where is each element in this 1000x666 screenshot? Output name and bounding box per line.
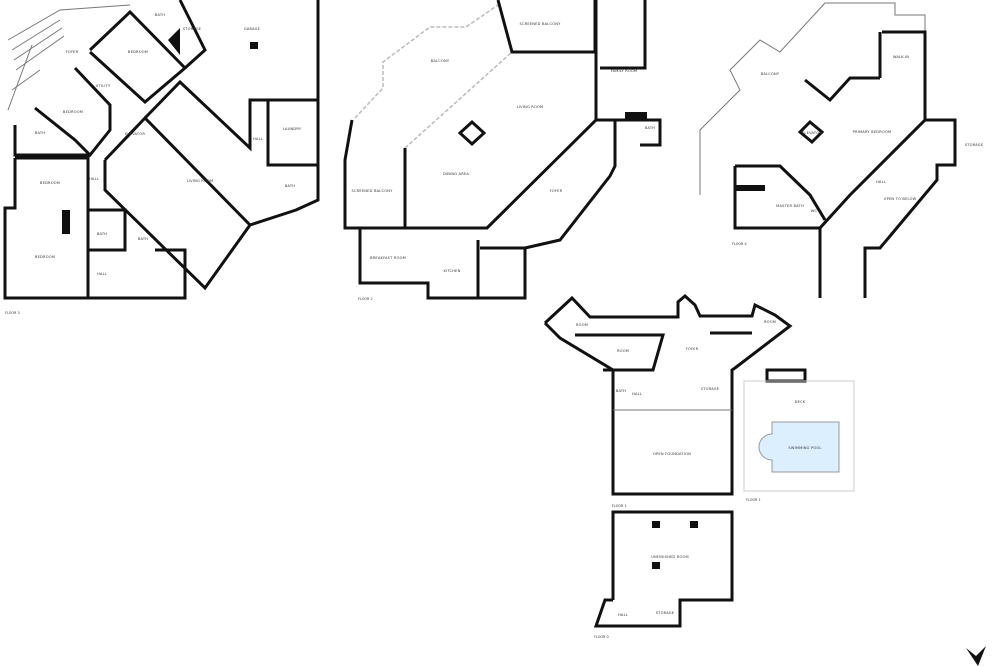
pool-plan: DECK SWIMMING POOL FLOOR 1	[743, 368, 855, 502]
room-label: UTILITY	[96, 84, 111, 88]
room-label: FOYER	[550, 189, 563, 193]
room-label: BREAKFAST ROOM	[370, 256, 406, 260]
room-label: SCREENED BALCONY	[519, 22, 561, 26]
room-label: PRIMARY BEDROOM	[853, 130, 892, 134]
room-label: ELEVATOR	[802, 131, 822, 135]
room-label: BALCONY	[431, 59, 450, 63]
room-label: HALL	[89, 177, 99, 181]
room-label: DINING AREA	[443, 172, 469, 176]
room-label: LIVING ROOM	[187, 179, 214, 183]
room-label: BATH	[645, 126, 655, 130]
floor-label: FLOOR 1	[746, 498, 761, 502]
floor-plan-e: UNFINISHED ROOM HALL STORAGE FLOOR 0	[593, 510, 734, 639]
room-label: OPEN TO BELOW	[884, 197, 917, 201]
room-label: HALL	[618, 613, 628, 617]
floor-label: FLOOR 3	[5, 311, 20, 315]
room-label: GARAGE	[244, 27, 261, 31]
room-label: HALL	[876, 180, 886, 184]
room-label: BATH	[155, 13, 165, 17]
floor-plan-b: SCREENED BALCONY BALCONY LIVING ROOM FAM…	[343, 0, 662, 301]
room-label: OPEN FOUNDATION	[653, 452, 691, 456]
room-label: ROOM	[617, 349, 629, 353]
room-label: WC	[811, 209, 818, 213]
room-label: MASTER BATH	[776, 204, 804, 208]
room-label: LAUNDRY	[283, 127, 302, 131]
room-label: FOYER	[66, 50, 79, 54]
room-label: HALL	[253, 137, 263, 141]
room-label: BATH	[97, 232, 107, 236]
room-label: HALL	[632, 392, 642, 396]
room-label: BEDROOM	[63, 110, 83, 114]
room-label: UNFINISHED ROOM	[651, 555, 689, 559]
room-label: STORAGE	[183, 27, 202, 31]
room-label: SCREENED BALCONY	[351, 189, 393, 193]
room-label: ROOM	[764, 320, 776, 324]
floor-label: FLOOR 2	[358, 297, 373, 301]
room-label: BALCONY	[761, 72, 780, 76]
room-label: STORAGE	[965, 143, 984, 147]
swimming-pool	[758, 421, 840, 473]
room-label: WALK-IN	[893, 55, 909, 59]
room-label: BEDROOM	[35, 255, 55, 259]
room-label: FAMILY ROOM	[611, 69, 638, 73]
room-label: BATH	[138, 237, 148, 241]
floor-label: FLOOR 0	[594, 635, 609, 639]
floor-plan-c: BALCONY WALK-IN PRIMARY BEDROOM ELEVATOR…	[699, 2, 984, 298]
room-label: FOYER	[686, 347, 699, 351]
room-label: BEDROOM	[128, 50, 148, 54]
floor-plan-a: BATH STORAGE GARAGE FOYER BEDROOM UTILIT…	[3, 0, 320, 315]
room-label: HALL	[97, 272, 107, 276]
room-label: BATH	[285, 184, 295, 188]
room-label: SWIMMING POOL	[788, 446, 821, 450]
room-label: BEDROOM	[40, 181, 60, 185]
room-label: LIVING ROOM	[517, 105, 544, 109]
north-arrow-icon	[966, 646, 986, 666]
room-label: STORAGE	[656, 611, 675, 615]
room-label: ELEVATOR	[125, 132, 145, 136]
room-label: BATH	[35, 131, 45, 135]
floor-label: FLOOR 4	[732, 242, 747, 246]
floor-label: FLOOR 1	[612, 504, 627, 508]
room-label: BATH	[616, 389, 626, 393]
room-label: KITCHEN	[444, 269, 461, 273]
room-label: ROOM	[576, 323, 588, 327]
room-label: STORAGE	[701, 387, 720, 391]
floor-plan-d: ROOM ROOM FOYER ROOM BATH HALL STORAGE O…	[543, 294, 793, 508]
room-label: DECK	[795, 400, 806, 404]
